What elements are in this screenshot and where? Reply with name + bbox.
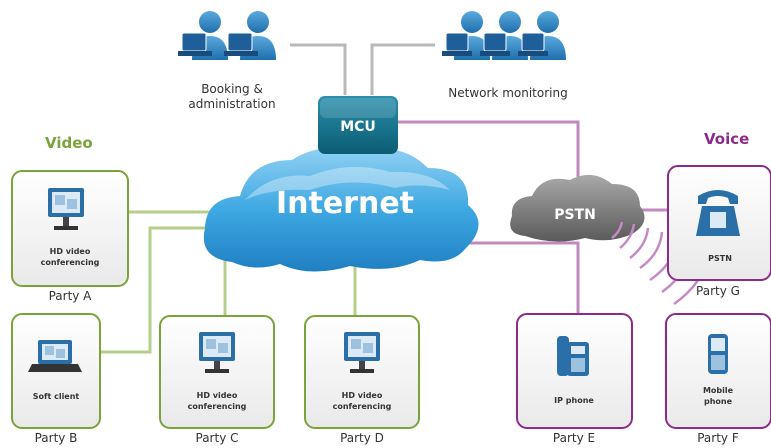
party-g-caption: Party G [696, 284, 740, 298]
connection-lines [100, 43, 668, 354]
party-e-box: IP phone [516, 313, 633, 429]
pstn-cloud-label: PSTN [554, 207, 596, 223]
internet-label: Internet [276, 186, 414, 221]
videoconf-icon [344, 332, 380, 373]
monitoring-label: Network monitoring [448, 86, 567, 100]
party-b-box: Soft client [11, 313, 101, 429]
party-d-device-line1: HD video [342, 391, 383, 400]
party-c-caption: Party C [196, 431, 239, 445]
booking-to-mcu-line [290, 43, 347, 95]
party-d-caption: Party D [340, 431, 384, 445]
party-b-device-label: Soft client [33, 392, 80, 401]
party-e-device-label: IP phone [554, 396, 594, 405]
pstn-cloud: PSTN [510, 174, 645, 242]
monitoring-people-icon [442, 11, 566, 60]
mcu-label: MCU [340, 119, 376, 135]
voice-heading: Voice [704, 130, 749, 148]
videoconf-icon [48, 188, 84, 230]
party-a-device-line1: HD video [50, 247, 91, 256]
videoconf-icon [199, 332, 235, 373]
ip-phone-icon [557, 336, 589, 376]
video-heading: Video [45, 134, 93, 152]
mcu-box: MCU [318, 96, 398, 154]
party-d-device-line2: conferencing [333, 402, 392, 411]
booking-people-icon [178, 11, 276, 60]
party-f-device-line2: phone [704, 397, 733, 406]
mcu-to-pstn-line [398, 120, 580, 180]
party-a-device-line2: conferencing [41, 258, 100, 267]
party-b-caption: Party B [35, 431, 78, 445]
party-a-box: HD video conferencing [11, 170, 129, 287]
booking-label-line2: administration [188, 97, 275, 111]
internet-to-party-e-line [460, 241, 580, 314]
laptop-icon [28, 340, 82, 372]
party-a-caption: Party A [49, 289, 93, 303]
internet-cloud: Internet [203, 148, 479, 272]
party-f-box: Mobile phone [665, 313, 771, 429]
party-g-device-label: PSTN [708, 254, 732, 263]
booking-label-line1: Booking & [201, 82, 263, 96]
party-f-caption: Party F [697, 431, 739, 445]
party-f-device-line1: Mobile [703, 386, 734, 395]
desk-phone-icon [696, 190, 740, 236]
party-c-box: HD video conferencing [159, 315, 275, 429]
party-d-box: HD video conferencing [304, 315, 420, 429]
party-e-caption: Party E [553, 431, 595, 445]
party-b-line [100, 226, 225, 354]
mobile-phone-icon [708, 334, 728, 374]
party-c-device-line2: conferencing [188, 402, 247, 411]
monitoring-to-mcu-line [370, 43, 435, 95]
party-c-device-line1: HD video [197, 391, 238, 400]
party-g-box: PSTN [667, 165, 771, 281]
